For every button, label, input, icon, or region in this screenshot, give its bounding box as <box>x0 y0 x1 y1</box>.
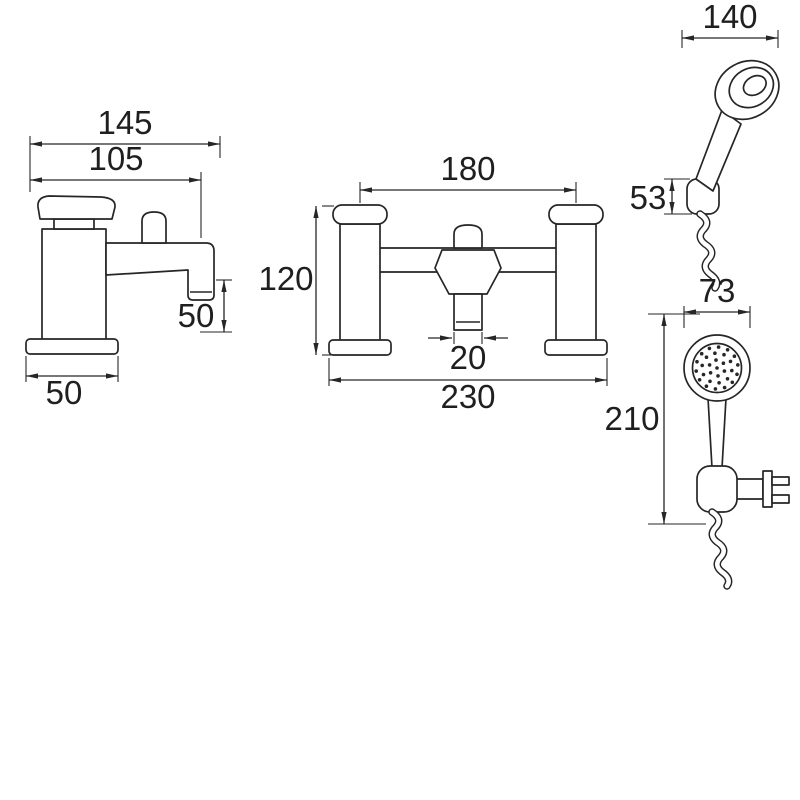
base-plate-side <box>25 338 119 355</box>
spray-nozzle-dots <box>694 345 740 391</box>
right-lever-handle <box>548 204 604 225</box>
dimension-handset-length: 140 <box>681 0 779 48</box>
dimension-side-spout: 105 <box>30 140 202 238</box>
dimension-front-width: 230 <box>328 358 608 415</box>
tap-front-view: 180 120 20 230 <box>258 150 608 415</box>
right-base-plate <box>544 339 608 356</box>
right-pillar-body <box>555 223 597 343</box>
dim-label-side-spout: 105 <box>88 140 143 177</box>
wall-plate <box>762 470 773 508</box>
dimension-head-diameter: 73 <box>683 272 751 328</box>
handset-handle <box>695 109 742 192</box>
handset-holder-view: 140 53 <box>630 0 780 292</box>
dimension-side-overall: 145 <box>29 104 221 192</box>
left-pillar-body <box>339 223 381 343</box>
dim-label-front-width: 230 <box>440 378 495 415</box>
cartridge-neck <box>53 218 95 230</box>
spout-side <box>105 242 215 301</box>
left-lever-handle <box>332 204 388 225</box>
wall-fixing-prong <box>771 476 790 486</box>
handset-neck <box>707 397 727 469</box>
dim-label-handset-height: 210 <box>604 400 659 437</box>
handset-head <box>714 59 780 121</box>
shower-hose-highlight <box>709 509 731 589</box>
wall-fixing-prong <box>771 494 790 504</box>
dim-label-front-centres: 180 <box>440 150 495 187</box>
diverter-knob-side <box>141 211 167 244</box>
handset-face-centre <box>742 74 767 97</box>
dim-label-front-height: 120 <box>258 260 313 297</box>
diverter-knob-front <box>453 224 483 249</box>
dim-label-side-drop: 50 <box>178 297 215 334</box>
tap-side-view: 145 105 50 50 <box>25 104 232 411</box>
dimension-holder-height: 53 <box>630 178 692 216</box>
handset-face-view: 73 210 <box>604 272 790 590</box>
dim-label-front-outlet: 20 <box>450 339 487 376</box>
spout-outlet-front <box>453 293 483 331</box>
spout-housing-front <box>434 249 502 295</box>
dim-label-handset-length: 140 <box>702 0 757 35</box>
dimension-front-outlet: 20 <box>428 332 508 376</box>
dim-label-head-diameter: 73 <box>699 272 736 309</box>
dimension-side-drop: 50 <box>178 279 232 334</box>
dim-label-side-overall: 145 <box>97 104 152 141</box>
dimension-side-base: 50 <box>25 356 119 411</box>
tap-body-side <box>41 228 107 342</box>
dim-label-holder-height: 53 <box>630 179 667 216</box>
dimension-front-height: 120 <box>258 205 334 356</box>
left-base-plate <box>328 339 392 356</box>
lever-handle-side <box>37 195 116 220</box>
shower-hose-highlight <box>697 211 719 291</box>
dim-label-side-base: 50 <box>46 374 83 411</box>
handset-cradle <box>696 465 738 513</box>
dimension-front-centres: 180 <box>359 150 577 203</box>
dimension-handset-height: 210 <box>604 313 706 525</box>
